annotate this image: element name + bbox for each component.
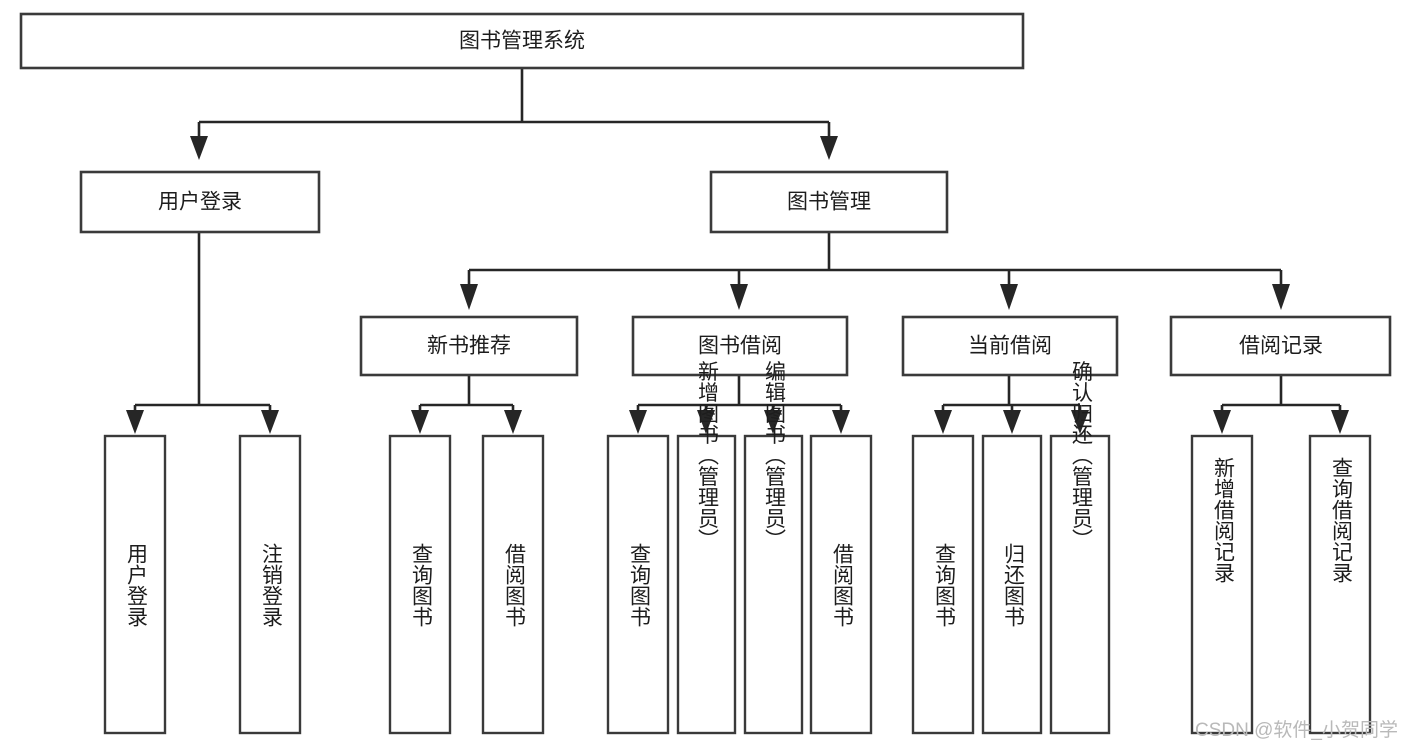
arrow-head-book-manage xyxy=(820,136,838,160)
connector-group-current-borrow xyxy=(934,375,1089,434)
leaf-borrow-book-2-box[interactable] xyxy=(809,434,873,735)
node-user-login-box[interactable] xyxy=(79,170,321,234)
node-user-login-label: 用户登录 xyxy=(158,191,242,214)
node-book-borrow-box[interactable] xyxy=(631,315,849,377)
arrow-head-leaf-add-book xyxy=(697,410,715,434)
node-root[interactable]: 图书管理系统 xyxy=(19,12,1025,70)
leaf-edit-book-label: 编辑图书（管理员） xyxy=(762,361,786,550)
node-new-book-recommend-label: 新书推荐 xyxy=(427,335,511,358)
leaf-borrow-book-1[interactable]: 借阅图书 xyxy=(481,434,545,735)
node-borrow-record-label: 借阅记录 xyxy=(1239,335,1323,358)
connector-group-user-login xyxy=(126,232,279,434)
arrow-head-leaf-borrow-book-1 xyxy=(504,410,522,434)
leaf-add-record-label: 新增借阅记录 xyxy=(1211,457,1235,583)
leaf-confirm-return-box[interactable] xyxy=(1049,434,1111,735)
leaf-borrow-book-1-label: 借阅图书 xyxy=(502,543,526,627)
arrow-head-user-login xyxy=(190,136,208,160)
arrow-head-leaf-add-record xyxy=(1213,410,1231,434)
connector-group-book-borrow xyxy=(629,375,850,434)
leaf-query-record[interactable]: 查询借阅记录 xyxy=(1308,434,1372,735)
node-book-manage[interactable]: 图书管理 xyxy=(709,170,949,234)
leaf-query-book-3-box[interactable] xyxy=(911,434,975,735)
leaf-query-book-3[interactable]: 查询图书 xyxy=(911,434,975,735)
arrow-head-book-borrow xyxy=(730,284,748,310)
arrow-head-borrow-record xyxy=(1272,284,1290,310)
leaf-query-book-1-label: 查询图书 xyxy=(409,543,433,627)
arrow-head-current-borrow xyxy=(1000,284,1018,310)
leaf-query-book-1-box[interactable] xyxy=(388,434,452,735)
node-book-borrow[interactable]: 图书借阅 xyxy=(631,315,849,377)
arrow-head-new-book-recommend xyxy=(460,284,478,310)
leaf-borrow-book-2[interactable]: 借阅图书 xyxy=(809,434,873,735)
node-borrow-record-box[interactable] xyxy=(1169,315,1392,377)
arrow-head-leaf-borrow-book-2 xyxy=(832,410,850,434)
node-root-box[interactable] xyxy=(19,12,1025,70)
arrow-head-leaf-edit-book xyxy=(764,410,782,434)
node-borrow-record[interactable]: 借阅记录 xyxy=(1169,315,1392,377)
leaf-add-book-label: 新增图书（管理员） xyxy=(695,361,719,550)
node-new-book-recommend[interactable]: 新书推荐 xyxy=(359,315,579,377)
connector-group-book-manage xyxy=(460,232,1290,310)
leaf-query-record-label: 查询借阅记录 xyxy=(1329,457,1353,583)
leaf-add-book[interactable]: 新增图书（管理员） xyxy=(676,361,737,735)
csdn-watermark: CSDN @软件_小贺同学 xyxy=(1195,719,1398,741)
arrow-head-leaf-query-book-2 xyxy=(629,410,647,434)
leaf-query-book-3-label: 查询图书 xyxy=(932,543,956,627)
leaf-add-book-box[interactable] xyxy=(676,434,737,735)
leaf-user-login-label: 用户登录 xyxy=(124,543,148,627)
node-book-manage-box[interactable] xyxy=(709,170,949,234)
node-current-borrow-label: 当前借阅 xyxy=(968,335,1052,358)
leaf-return-book-label: 归还图书 xyxy=(1001,543,1025,627)
leaf-add-record-box[interactable] xyxy=(1190,434,1254,735)
leaf-borrow-book-2-label: 借阅图书 xyxy=(830,543,854,627)
leaf-user-login-box[interactable] xyxy=(103,434,167,735)
leaf-confirm-return[interactable]: 确认归还（管理员） xyxy=(1049,361,1111,735)
leaf-add-record[interactable]: 新增借阅记录 xyxy=(1190,434,1254,735)
arrow-head-leaf-confirm-return xyxy=(1071,410,1089,434)
leaf-query-book-2-box[interactable] xyxy=(606,434,670,735)
arrow-head-leaf-user-login xyxy=(126,410,144,434)
node-user-login[interactable]: 用户登录 xyxy=(79,170,321,234)
leaf-return-book-box[interactable] xyxy=(981,434,1043,735)
connector-group-borrow-record xyxy=(1213,375,1349,434)
leaf-return-book[interactable]: 归还图书 xyxy=(981,434,1043,735)
leaf-user-login[interactable]: 用户登录 xyxy=(103,434,167,735)
arrow-head-leaf-query-book-3 xyxy=(934,410,952,434)
leaf-query-book-2[interactable]: 查询图书 xyxy=(606,434,670,735)
node-new-book-recommend-box[interactable] xyxy=(359,315,579,377)
leaf-query-book-1[interactable]: 查询图书 xyxy=(388,434,452,735)
arrow-head-leaf-logout-login xyxy=(261,410,279,434)
leaf-borrow-book-1-box[interactable] xyxy=(481,434,545,735)
node-current-borrow[interactable]: 当前借阅 xyxy=(901,315,1119,377)
leaf-query-book-2-label: 查询图书 xyxy=(627,543,651,627)
node-root-label: 图书管理系统 xyxy=(459,30,585,53)
leaf-edit-book[interactable]: 编辑图书（管理员） xyxy=(743,361,804,735)
leaf-logout-login-label: 注销登录 xyxy=(259,543,283,627)
arrow-head-leaf-return-book xyxy=(1003,410,1021,434)
connector-group-root xyxy=(190,68,838,160)
arrow-head-leaf-query-record xyxy=(1331,410,1349,434)
arrow-head-leaf-query-book-1 xyxy=(411,410,429,434)
leaf-query-record-box[interactable] xyxy=(1308,434,1372,735)
leaf-confirm-return-label: 确认归还（管理员） xyxy=(1069,361,1093,550)
connector-group-new-book-recommend xyxy=(411,375,522,434)
node-book-borrow-label: 图书借阅 xyxy=(698,335,782,358)
leaf-edit-book-box[interactable] xyxy=(743,434,804,735)
leaf-logout-login[interactable]: 注销登录 xyxy=(238,434,302,735)
node-book-manage-label: 图书管理 xyxy=(787,191,871,214)
node-current-borrow-box[interactable] xyxy=(901,315,1119,377)
leaf-logout-login-box[interactable] xyxy=(238,434,302,735)
